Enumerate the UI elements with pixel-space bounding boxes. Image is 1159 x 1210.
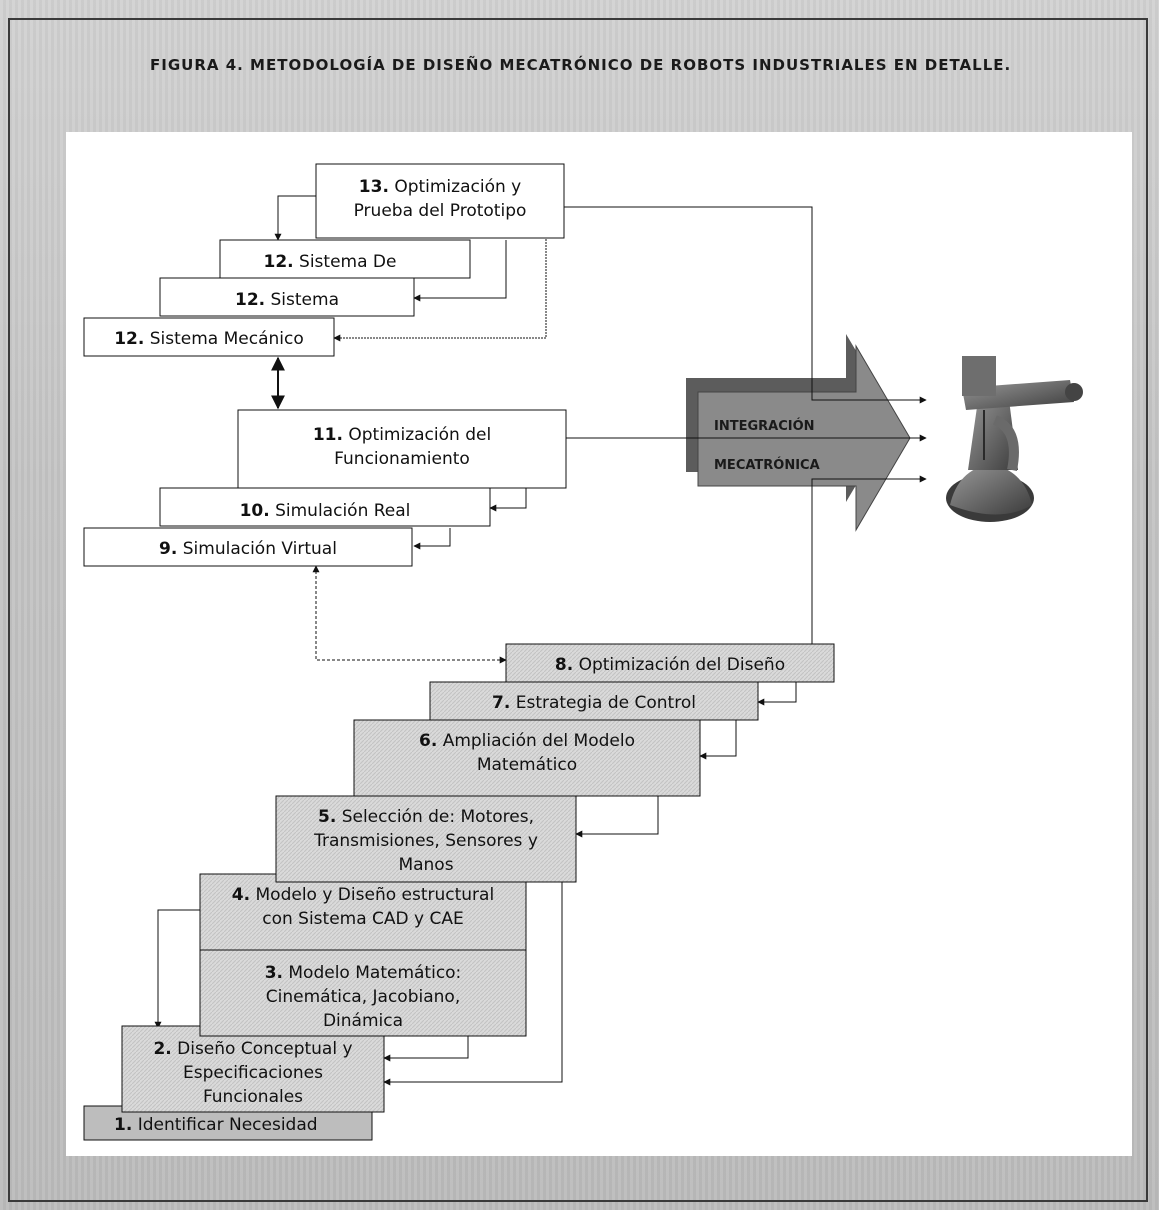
robot-arrows — [860, 396, 927, 483]
connectors — [154, 195, 910, 1086]
svg-text:13. Optimización y: 13. Optimización y — [359, 177, 521, 197]
svg-text:Funcionamiento: Funcionamiento — [334, 449, 470, 469]
svg-text:1. Identificar Necesidad: 1. Identificar Necesidad — [114, 1115, 318, 1135]
svg-text:12. Sistema De: 12. Sistema De — [264, 252, 397, 272]
svg-text:12. Sistema: 12. Sistema — [235, 290, 339, 310]
svg-text:Especificaciones: Especificaciones — [183, 1063, 323, 1083]
svg-text:11. Optimización del: 11. Optimización del — [313, 425, 491, 445]
figure-title: FIGURA 4. METODOLOGÍA DE DISEÑO MECATRÓN… — [150, 56, 1012, 74]
step-8-box: 8. Optimización del Diseño — [505, 643, 835, 683]
svg-text:10. Simulación Real: 10. Simulación Real — [240, 501, 411, 521]
svg-text:9. Simulación Virtual: 9. Simulación Virtual — [159, 539, 337, 559]
svg-text:Transmisiones, Sensores y: Transmisiones, Sensores y — [313, 831, 538, 851]
step-2-box: 2. Diseño Conceptual y Especificaciones … — [121, 1025, 385, 1113]
figure-frame — [8, 18, 1148, 1202]
step-7-box: 7. Estrategia de Control — [429, 681, 759, 721]
step-13-box: 13. Optimización y Prueba del Prototipo — [315, 163, 565, 239]
step-6-box: 6. Ampliación del Modelo Matemático — [353, 719, 701, 797]
step-12a-box: 12. Sistema Mecánico — [83, 317, 335, 357]
svg-text:2. Diseño Conceptual y: 2. Diseño Conceptual y — [153, 1039, 352, 1059]
svg-text:Dinámica: Dinámica — [323, 1011, 403, 1031]
svg-text:5. Selección de: Motores,: 5. Selección de: Motores, — [318, 807, 534, 827]
svg-text:4. Modelo y Diseño estructural: 4. Modelo y Diseño estructural — [232, 885, 494, 905]
svg-text:Matemático: Matemático — [477, 755, 577, 775]
svg-text:12. Sistema Mecánico: 12. Sistema Mecánico — [114, 329, 304, 349]
step-12c-box: 12. Sistema De — [219, 239, 471, 279]
integration-label-2: MECATRÓNICA — [714, 457, 820, 473]
step-3-box: 3. Modelo Matemático: Cinemática, Jacobi… — [199, 949, 527, 1037]
svg-text:con Sistema CAD y CAE: con Sistema CAD y CAE — [262, 909, 464, 929]
step-12b-box: 12. Sistema — [159, 277, 415, 317]
integration-label-1: INTEGRACIÓN — [714, 418, 815, 434]
robot-arm-image — [946, 356, 1083, 522]
svg-text:7. Estrategia de Control: 7. Estrategia de Control — [492, 693, 696, 713]
svg-text:3. Modelo Matemático:: 3. Modelo Matemático: — [265, 963, 462, 983]
svg-text:Manos: Manos — [398, 855, 453, 875]
svg-text:6. Ampliación del Modelo: 6. Ampliación del Modelo — [419, 731, 635, 751]
svg-text:Cinemática, Jacobiano,: Cinemática, Jacobiano, — [266, 987, 460, 1007]
integration-arrow: INTEGRACIÓN MECATRÓNICA — [686, 334, 911, 532]
step-10-box: 10. Simulación Real — [159, 487, 491, 527]
step-4-box: 4. Modelo y Diseño estructural con Siste… — [199, 873, 527, 951]
svg-text:8. Optimización del Diseño: 8. Optimización del Diseño — [555, 655, 785, 675]
step-5-box: 5. Selección de: Motores, Transmisiones,… — [275, 795, 577, 883]
svg-text:Prueba del Prototipo: Prueba del Prototipo — [354, 201, 527, 221]
step-9-box: 9. Simulación Virtual — [83, 527, 413, 567]
step-11-box: 11. Optimización del Funcionamiento — [237, 409, 567, 489]
svg-text:Funcionales: Funcionales — [203, 1087, 303, 1107]
